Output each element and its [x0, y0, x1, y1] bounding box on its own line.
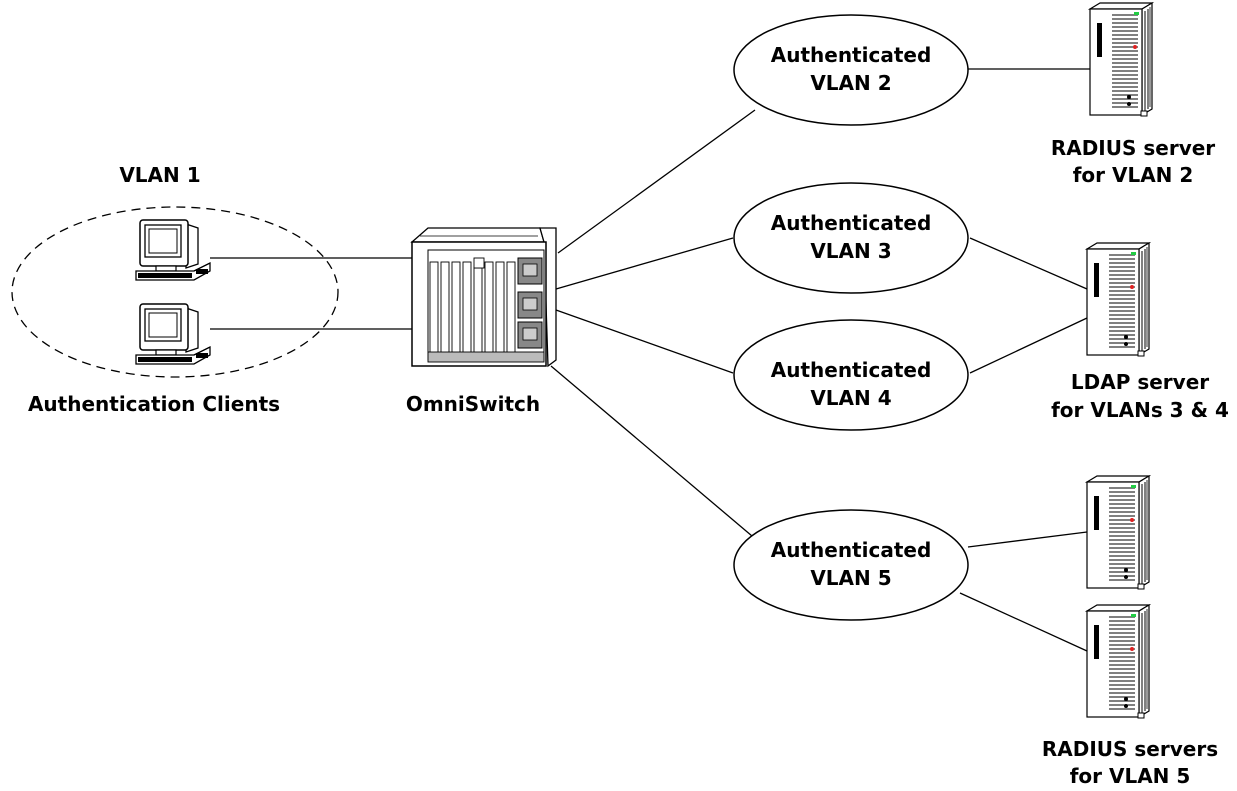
vlan3-line1: Authenticated	[771, 211, 932, 235]
radius-server-vlan2-line1: RADIUS server	[1051, 136, 1215, 160]
link-vlan5-radius-a	[967, 531, 1088, 548]
radius-servers-vlan5-line1: RADIUS servers	[1042, 737, 1218, 761]
vlan4-oval	[733, 319, 969, 431]
vlan1-group: VLAN 1 Authentication Clients	[11, 163, 339, 416]
vlan3-line2: VLAN 3	[810, 239, 891, 263]
tower-server-icon	[1086, 604, 1150, 719]
tower-server-icon	[1086, 242, 1150, 357]
link-vlan5-radius-b	[959, 592, 1088, 652]
vlan2-line1: Authenticated	[771, 43, 932, 67]
ldap-server-line1: LDAP server	[1071, 370, 1209, 394]
vlan5-node: Authenticated VLAN 5	[733, 509, 969, 621]
vlan5-line1: Authenticated	[771, 538, 932, 562]
radius-servers-vlan5: RADIUS servers for VLAN 5	[1042, 475, 1218, 788]
workstation-icon	[135, 219, 211, 281]
link-switch-vlan4	[555, 309, 734, 374]
vlan5-oval	[733, 509, 969, 621]
vlan3-oval	[733, 182, 969, 294]
link-vlan3-ldap	[969, 237, 1088, 290]
omniswitch-label: OmniSwitch	[406, 392, 540, 416]
vlan4-line1: Authenticated	[771, 358, 932, 382]
vlan4-node: Authenticated VLAN 4	[733, 319, 969, 431]
vlan1-title: VLAN 1	[119, 163, 200, 187]
vlan2-node: Authenticated VLAN 2	[733, 14, 969, 126]
link-switch-vlan3	[555, 237, 734, 290]
vlan2-oval	[733, 14, 969, 126]
vlan4-line2: VLAN 4	[810, 386, 891, 410]
tower-server-icon	[1089, 2, 1153, 117]
ldap-server: LDAP server for VLANs 3 & 4	[1051, 242, 1229, 422]
tower-server-icon	[1086, 475, 1150, 590]
link-vlan4-ldap	[969, 317, 1088, 374]
radius-servers-vlan5-line2: for VLAN 5	[1070, 764, 1191, 788]
radius-server-vlan2-line2: for VLAN 2	[1073, 163, 1194, 187]
omniswitch: OmniSwitch	[406, 227, 557, 416]
vlan5-line2: VLAN 5	[810, 566, 891, 590]
radius-server-vlan2: RADIUS server for VLAN 2	[1051, 2, 1215, 187]
link-switch-vlan5	[550, 365, 753, 537]
connections	[210, 68, 1090, 652]
vlan3-node: Authenticated VLAN 3	[733, 182, 969, 294]
link-switch-vlan2	[557, 109, 756, 254]
chassis-switch-icon	[410, 227, 557, 368]
authentication-clients-label: Authentication Clients	[28, 392, 280, 416]
ldap-server-line2: for VLANs 3 & 4	[1051, 398, 1229, 422]
vlan2-line2: VLAN 2	[810, 71, 891, 95]
workstation-icon	[135, 303, 211, 365]
vlan1-dashed-boundary	[11, 206, 339, 378]
